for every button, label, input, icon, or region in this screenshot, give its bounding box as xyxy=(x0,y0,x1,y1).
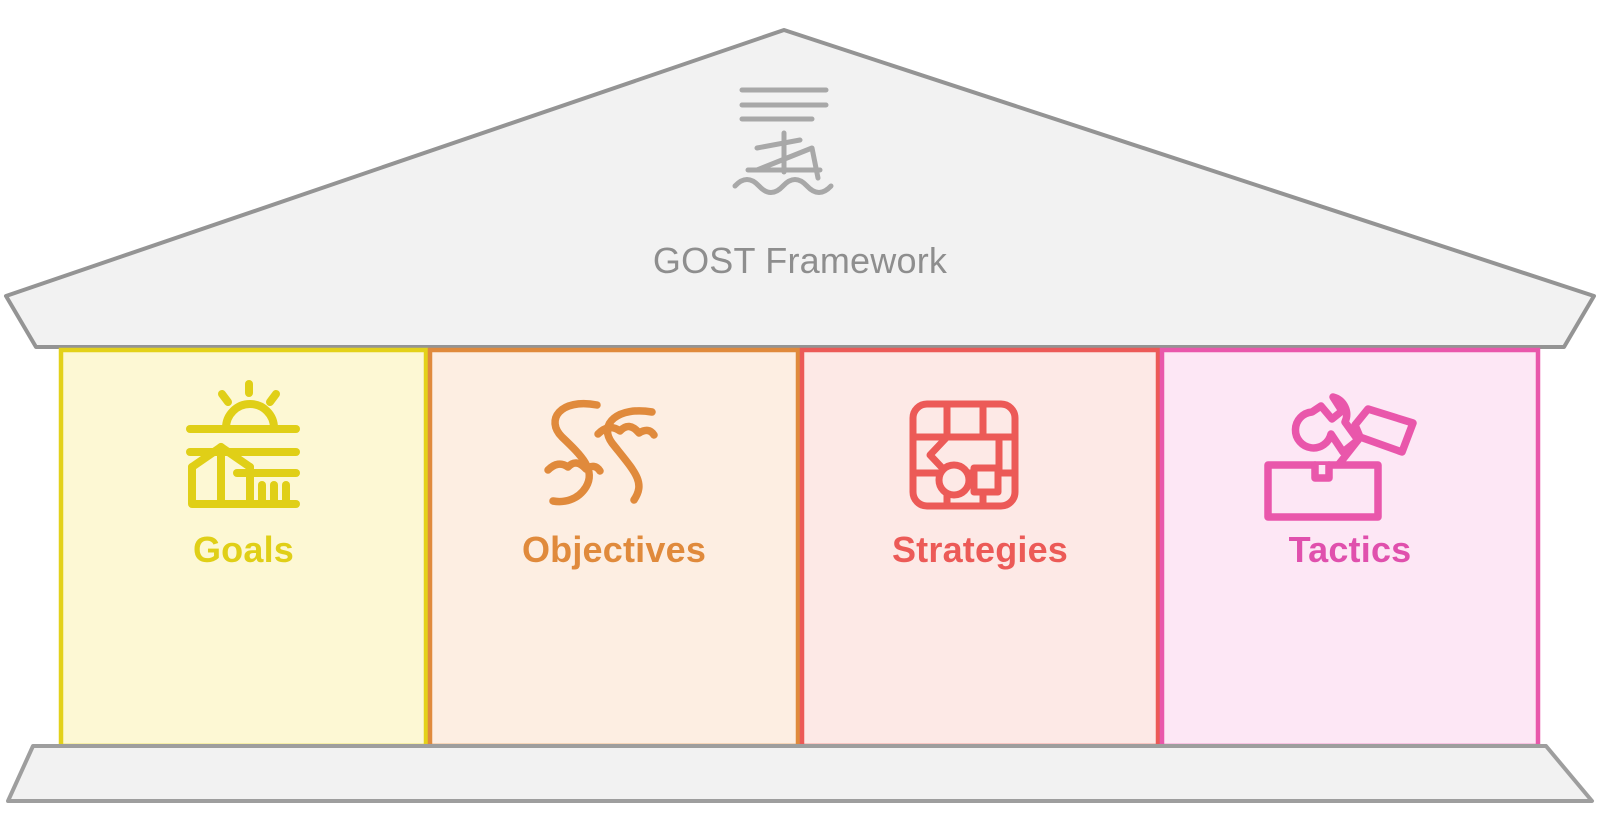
base-group xyxy=(6,744,1594,803)
pillar-goals-body[interactable] xyxy=(58,347,429,749)
roof-shape xyxy=(4,28,1596,349)
pillar-label-goals[interactable]: Goals xyxy=(192,529,295,570)
sunrise-farm-icon xyxy=(186,380,300,508)
page-title: GOST Framework xyxy=(652,240,948,281)
toolbox-icon xyxy=(1264,393,1417,521)
flowchart-icon xyxy=(909,400,1019,510)
pillar-label-objectives[interactable]: Objectives xyxy=(521,529,707,570)
pillar-label-strategies[interactable]: Strategies xyxy=(891,529,1069,570)
sailboat-icon xyxy=(732,87,834,195)
pillar-label-tactics[interactable]: Tactics xyxy=(1288,529,1412,570)
roof-group xyxy=(4,28,1596,349)
base-shape xyxy=(6,744,1594,803)
pillar-goals[interactable] xyxy=(58,347,429,749)
winding-river-icon xyxy=(544,399,658,506)
